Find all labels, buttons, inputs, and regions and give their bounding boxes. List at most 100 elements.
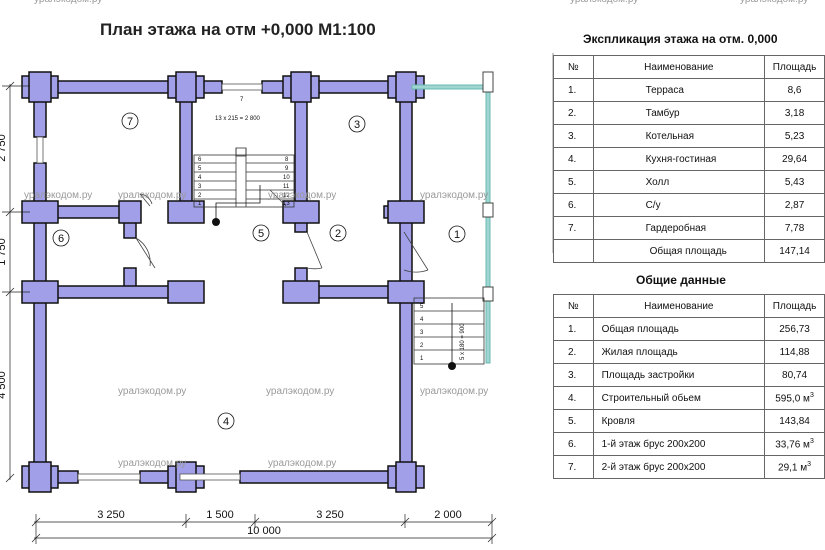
watermark: уралэкодом.ру bbox=[420, 386, 489, 397]
row-number: 4. bbox=[553, 147, 594, 171]
room-number: 7 bbox=[127, 116, 133, 128]
row-area: 114,88 bbox=[764, 340, 825, 364]
room-number: 4 bbox=[223, 416, 229, 428]
dim-slash bbox=[400, 517, 410, 527]
porch-stair bbox=[413, 297, 485, 366]
col-header: Площадь bbox=[764, 55, 825, 79]
row-name: Кровля bbox=[592, 409, 766, 433]
porch-number: 3 bbox=[420, 330, 424, 336]
post bbox=[482, 202, 494, 218]
room-number: 5 bbox=[258, 228, 264, 240]
watermark: уралэкодом.ру bbox=[420, 190, 489, 201]
room-circle bbox=[121, 112, 139, 130]
dim-label: 1 500 bbox=[206, 509, 234, 521]
log-end bbox=[387, 200, 425, 224]
row-area-cell: 33,76 м3 bbox=[764, 432, 825, 456]
stair-landing bbox=[235, 147, 247, 157]
stair-number: 8 bbox=[285, 157, 289, 163]
room-numbers: 1 2 3 4 5 6 7 bbox=[58, 116, 460, 428]
row-name: Площадь застройки bbox=[592, 363, 766, 387]
row-name: Строительный обьем bbox=[592, 386, 766, 410]
row-number: 1. bbox=[553, 317, 594, 341]
log-end bbox=[28, 461, 52, 493]
log-ends bbox=[21, 71, 425, 493]
stair-number: 4 bbox=[198, 175, 202, 181]
dim-label: 4 500 bbox=[0, 371, 8, 399]
stair-number: 10 bbox=[283, 175, 290, 181]
room-number: 3 bbox=[354, 119, 360, 131]
room-circle bbox=[52, 229, 70, 247]
doors bbox=[135, 189, 429, 273]
row-area: 5,23 bbox=[764, 124, 825, 148]
dimensions bbox=[2, 81, 497, 544]
door-swing bbox=[135, 237, 156, 269]
stair-number: 3 bbox=[198, 184, 202, 190]
row-number: 3. bbox=[553, 124, 594, 148]
table-header-row: № Наименование Площадь bbox=[553, 294, 825, 318]
log-end bbox=[282, 280, 320, 304]
unit-sup: 3 bbox=[809, 391, 814, 399]
dim-label: 3 250 bbox=[97, 509, 125, 521]
window-bottom-2 bbox=[179, 473, 241, 481]
dim-slash bbox=[487, 533, 497, 543]
window-top bbox=[221, 83, 263, 91]
dim-slash bbox=[31, 517, 41, 527]
row-number: 3. bbox=[553, 363, 594, 387]
stair-number: 9 bbox=[285, 166, 289, 172]
stair-start-dot bbox=[212, 218, 220, 226]
stair-top-number: 7 bbox=[240, 97, 244, 103]
row-number: 6. bbox=[553, 193, 594, 217]
unit-sup: 3 bbox=[809, 437, 814, 445]
dim-label: 3 250 bbox=[316, 509, 344, 521]
row-number: 4. bbox=[553, 386, 594, 410]
row-name: 1-й этаж брус 200х200 bbox=[592, 432, 766, 456]
dim-slash bbox=[5, 473, 15, 483]
watermark: уралэкодом.ру bbox=[268, 458, 337, 469]
log-end bbox=[290, 71, 312, 103]
porch-number: 4 bbox=[420, 317, 424, 323]
wall-bottom-right bbox=[239, 470, 413, 484]
col-header: № bbox=[553, 55, 594, 79]
door-swing bbox=[139, 193, 153, 207]
porch-outline bbox=[413, 297, 485, 365]
row-area-cell: 595,0 м3 bbox=[764, 386, 825, 410]
col-header: Наименование bbox=[592, 55, 766, 79]
table-total-row: Общая площадь 147,14 bbox=[553, 239, 825, 263]
col-header: Площадь bbox=[764, 294, 825, 318]
row-area: 256,73 bbox=[764, 317, 825, 341]
row-area: 29,64 bbox=[764, 147, 825, 171]
post bbox=[482, 71, 494, 93]
post bbox=[482, 286, 494, 302]
dim-label: 2 000 bbox=[434, 509, 462, 521]
room-circle bbox=[448, 225, 466, 243]
watermark: уралэкодом.ру bbox=[24, 190, 93, 201]
stair-number: 1 bbox=[198, 201, 202, 207]
watermark: уралэкодом.ру bbox=[118, 386, 187, 397]
room-number: 6 bbox=[58, 233, 64, 245]
stair-number: 11 bbox=[283, 184, 290, 190]
row-name: Общая площадь bbox=[592, 317, 766, 341]
row-name: Холл bbox=[592, 170, 766, 194]
row-area: 5,43 bbox=[764, 170, 825, 194]
row-number: 5. bbox=[553, 170, 594, 194]
stair-arrow bbox=[215, 185, 261, 222]
row-name: Жилая площадь bbox=[592, 340, 766, 364]
row-area: 8,6 bbox=[764, 78, 825, 102]
log-end bbox=[118, 200, 142, 224]
dim-label: 2 750 bbox=[0, 134, 8, 162]
log-end bbox=[175, 71, 197, 103]
railing-porch bbox=[485, 296, 491, 364]
dim-slash bbox=[31, 533, 41, 543]
row-area: 3,18 bbox=[764, 101, 825, 125]
log-end bbox=[167, 200, 205, 224]
dimension-labels: 3 250 1 500 3 250 2 000 10 000 2 750 1 7… bbox=[0, 134, 462, 537]
windows bbox=[36, 83, 263, 481]
